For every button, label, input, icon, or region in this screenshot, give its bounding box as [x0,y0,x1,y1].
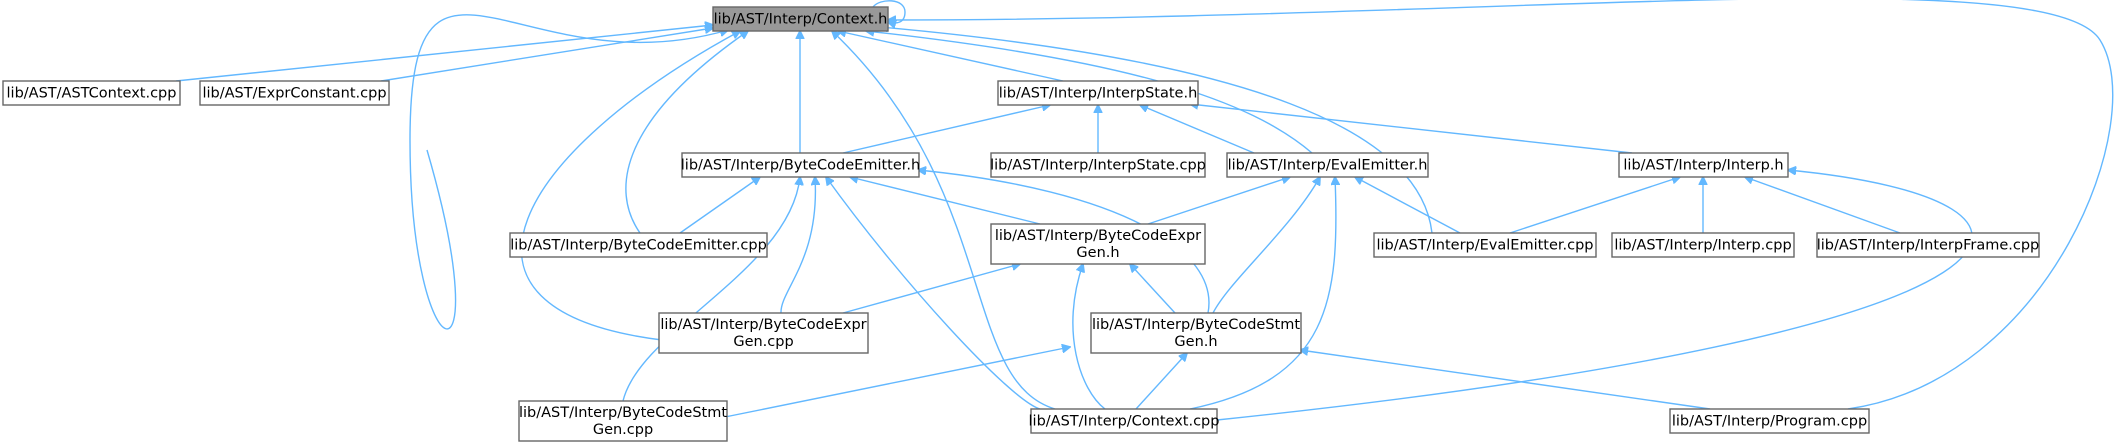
node-box[interactable] [1816,232,2040,258]
edge-bce_h-to-bcexpr_cpp [780,177,815,314]
node-box[interactable] [199,80,390,106]
edge-evalem_h-to-evalem_cpp [1355,177,1461,234]
node-astctx[interactable]: lib/AST/ASTContext.cpp [2,80,181,106]
edge-interpstate_h-to-interp_h [1190,104,1633,154]
node-label: lib/AST/Interp/Program.cpp [1672,414,1867,430]
edges-layer [175,0,2114,421]
node-box[interactable] [712,6,889,32]
node-box[interactable] [658,312,869,354]
edge-bce_h-to-ctx_cpp [826,177,1041,410]
edge-ctx_h-to-astctx [175,25,713,82]
edge-ctx_h-to-exprconst [380,28,713,82]
node-box[interactable] [681,152,920,178]
node-interpstate-h[interactable]: lib/AST/Interp/InterpState.h [997,80,1199,106]
node-label: lib/AST/Interp/InterpState.h [999,86,1198,102]
node-label: lib/AST/Interp/ByteCodeExpr [995,228,1201,244]
edge-ctx_h-to-bcstmt_cpp [409,14,728,330]
edge-bce_h-to-bce_cpp [679,177,760,234]
node-ctx-cpp[interactable]: lib/AST/Interp/Context.cpp [1029,408,1220,434]
node-label: lib/AST/Interp/InterpState.cpp [990,158,1206,174]
node-label: Gen.h [1174,334,1217,350]
nodes-layer: lib/AST/Interp/Context.h lib/AST/ASTConte… [2,6,2040,442]
edge-ctx_h-to-evalem_cpp [880,27,1433,234]
edge-evalem_h-to-bcstmt_h [1212,177,1320,314]
node-box[interactable] [2,80,181,106]
node-evalem-cpp[interactable]: lib/AST/Interp/EvalEmitter.cpp [1373,232,1597,258]
edge-evalem_h-to-ctx_cpp [1189,177,1336,410]
node-label: Gen.cpp [593,422,653,438]
node-label: lib/AST/Interp/ByteCodeStmt [1092,317,1300,333]
node-box[interactable] [1226,152,1429,178]
node-box[interactable] [1611,232,1795,258]
node-interp-h[interactable]: lib/AST/Interp/Interp.h [1618,152,1789,178]
edge-ctx_h-to-bcexpr_cpp [520,31,740,341]
edge-interp_h-to-evalem_cpp [1509,177,1680,234]
node-label: lib/AST/Interp/EvalEmitter.h [1228,158,1428,174]
edge-ctx_h-to-bce_cpp [625,31,748,234]
node-bce-h[interactable]: lib/AST/Interp/ByteCodeEmitter.h [681,152,920,178]
edge-bce_h-to-bcstmt_cpp [622,177,800,402]
node-evalem-h[interactable]: lib/AST/Interp/EvalEmitter.h [1226,152,1429,178]
node-label: lib/AST/Interp/Interp.cpp [1614,238,1791,254]
edge-ctx_h-to-interpstate_h [838,31,1064,82]
edge-bcstmt_h-to-program_cpp [1300,350,1711,410]
node-label: lib/AST/Interp/EvalEmitter.cpp [1376,238,1593,254]
node-program-cpp[interactable]: lib/AST/Interp/Program.cpp [1669,408,1870,434]
edge-bce_h-to-bcexpr_h [850,177,1041,225]
node-label: Gen.cpp [733,334,793,350]
node-ctx-h[interactable]: lib/AST/Interp/Context.h [712,6,889,32]
edge-bcstmt_h-to-bcstmt_cpp [719,347,1070,419]
node-box[interactable] [1618,152,1789,178]
node-exprconst[interactable]: lib/AST/ExprConstant.cpp [199,80,390,106]
node-interp-cpp[interactable]: lib/AST/Interp/Interp.cpp [1611,232,1795,258]
edge-interp_h-to-interpframe_cpp [1745,177,1901,234]
edge-bcexpr_h-to-bcexpr_cpp [842,264,1020,314]
node-label: lib/AST/ASTContext.cpp [7,86,177,102]
node-box[interactable] [509,232,768,258]
node-box[interactable] [1090,312,1302,354]
node-bce-cpp[interactable]: lib/AST/Interp/ByteCodeEmitter.cpp [509,232,768,258]
node-label: lib/AST/Interp/ByteCodeExpr [660,317,866,333]
edge-interpstate_h-to-evalem_h [1140,105,1255,154]
node-box[interactable] [518,400,728,442]
edge-bcexpr_h-to-ctx_cpp [1072,264,1106,410]
edge-bcexpr_h-to-bcstmt_h [1130,264,1176,314]
node-label: lib/AST/Interp/ByteCodeStmt [519,405,727,421]
node-box[interactable] [997,80,1199,106]
node-interpstate-cpp[interactable]: lib/AST/Interp/InterpState.cpp [990,152,1206,178]
node-label: lib/AST/Interp/Context.cpp [1029,414,1220,430]
node-box[interactable] [1030,408,1218,434]
edge-interp_h-to-ctx_cpp [1216,170,1973,421]
edge-evalem_h-to-bcexpr_h [1147,177,1290,225]
node-label: lib/AST/Interp/InterpFrame.cpp [1817,238,2040,254]
node-label: lib/AST/Interp/ByteCodeEmitter.h [681,158,920,174]
node-box[interactable] [990,223,1206,265]
node-interpframe-cpp[interactable]: lib/AST/Interp/InterpFrame.cpp [1816,232,2040,258]
edge-ctx_h-to-program_cpp [888,0,2114,410]
node-box[interactable] [990,152,1206,178]
node-label: lib/AST/ExprConstant.cpp [202,86,386,102]
edge-interpstate_h-to-bce_h [842,105,1050,154]
node-label: lib/AST/Interp/Context.h [714,12,888,28]
edge-ctx_h-to-ctx_cpp [832,31,1056,410]
edge-bcstmt_h-to-ctx_cpp [1135,353,1187,410]
node-label: lib/AST/Interp/Interp.h [1623,158,1783,174]
node-label: Gen.h [1076,245,1119,261]
node-label: lib/AST/Interp/ByteCodeEmitter.cpp [510,238,767,254]
node-box[interactable] [1373,232,1597,258]
node-box[interactable] [1669,408,1870,434]
